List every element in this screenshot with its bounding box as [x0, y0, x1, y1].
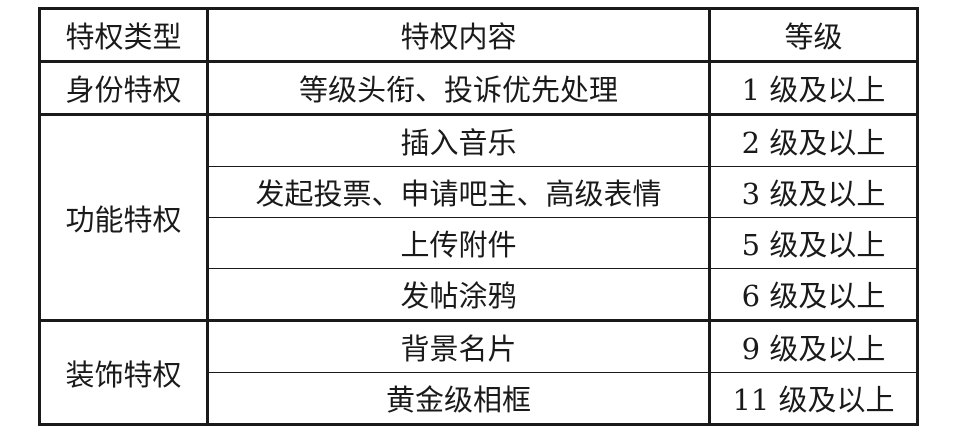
privilege-content-cell: 发起投票、申请吧主、高级表情	[206, 166, 711, 218]
level-cell: 5 级及以上	[708, 217, 919, 269]
privilege-content-cell: 等级头衔、投诉优先处理	[206, 61, 711, 116]
header-privilege-content: 特权内容	[206, 7, 711, 63]
table-row: 装饰特权 背景名片 9 级及以上	[38, 319, 919, 426]
level-cell: 2 级及以上	[708, 113, 919, 167]
header-level: 等级	[708, 7, 919, 63]
privilege-table-container: 特权类型 特权内容 等级 身份特权 等级头衔、投诉优先处理 1 级及以上 功能特…	[38, 7, 919, 426]
privilege-content-cell: 插入音乐	[206, 113, 711, 167]
level-cell: 11 级及以上	[708, 372, 919, 426]
table-row: 发起投票、申请吧主、高级表情 3 级及以上	[40, 166, 919, 218]
level-cell: 6 级及以上	[708, 268, 919, 321]
level-cell: 1 级及以上	[708, 61, 919, 116]
privilege-type-cell: 身份特权	[38, 61, 209, 116]
privilege-type-cell: 装饰特权	[38, 319, 209, 426]
table-row: 功能特权 插入音乐 2 级及以上	[38, 113, 919, 322]
table-row: 身份特权 等级头衔、投诉优先处理 1 级及以上	[38, 61, 919, 116]
level-cell: 3 级及以上	[708, 166, 919, 218]
privilege-table: 特权类型 特权内容 等级 身份特权 等级头衔、投诉优先处理 1 级及以上 功能特…	[38, 7, 919, 426]
table-row: 黄金级相框 11 级及以上	[40, 372, 919, 426]
privilege-content-cell: 发帖涂鸦	[206, 268, 711, 321]
privilege-content-cell: 黄金级相框	[206, 372, 711, 426]
table-header-row: 特权类型 特权内容 等级	[38, 7, 919, 63]
privilege-content-cell: 背景名片	[206, 319, 711, 373]
privilege-content-cell: 上传附件	[206, 217, 711, 269]
level-cell: 9 级及以上	[708, 319, 919, 373]
privilege-type-cell: 功能特权	[38, 113, 209, 322]
header-privilege-type: 特权类型	[38, 7, 209, 63]
